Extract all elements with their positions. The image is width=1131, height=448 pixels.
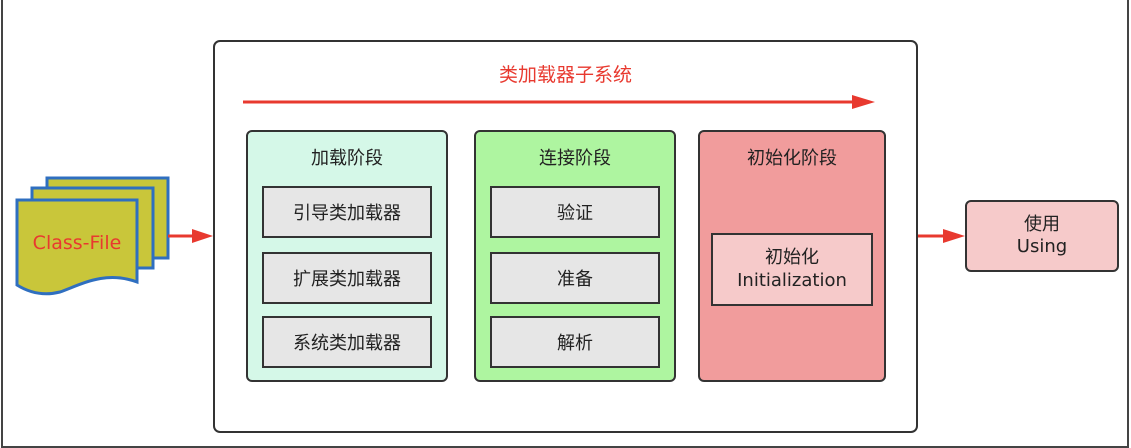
- using-zh: 使用: [1024, 213, 1060, 235]
- verify-step: 验证: [490, 186, 660, 238]
- class-file-icon: [15, 176, 170, 296]
- init-zh: 初始化: [765, 247, 819, 268]
- initialization-stage: 初始化阶段 初始化 Initialization: [698, 130, 886, 382]
- prepare-step: 准备: [490, 252, 660, 304]
- initialization-step: 初始化 Initialization: [711, 233, 873, 306]
- init-en: Initialization: [737, 269, 847, 291]
- using-en: Using: [1016, 236, 1068, 257]
- class-file-label: Class-File: [32, 232, 122, 254]
- diagram-arrows: [15, 95, 965, 296]
- subsystem-title: 类加载器子系统: [498, 64, 632, 86]
- extension-loader: 扩展类加载器: [262, 252, 432, 304]
- class-loader-subsystem: [213, 40, 918, 433]
- resolve-step: 解析: [490, 316, 660, 368]
- stage-title: 初始化阶段: [747, 148, 837, 169]
- stage-title: 加载阶段: [311, 148, 383, 169]
- stage-title: 连接阶段: [539, 148, 611, 169]
- bootstrap-loader: 引导类加载器: [262, 186, 432, 238]
- linking-stage: 连接阶段 验证 准备 解析: [474, 130, 676, 382]
- loading-stage: 加载阶段 引导类加载器 扩展类加载器 系统类加载器: [246, 130, 448, 382]
- system-loader: 系统类加载器: [262, 316, 432, 368]
- using-box: 使用 Using: [965, 200, 1119, 272]
